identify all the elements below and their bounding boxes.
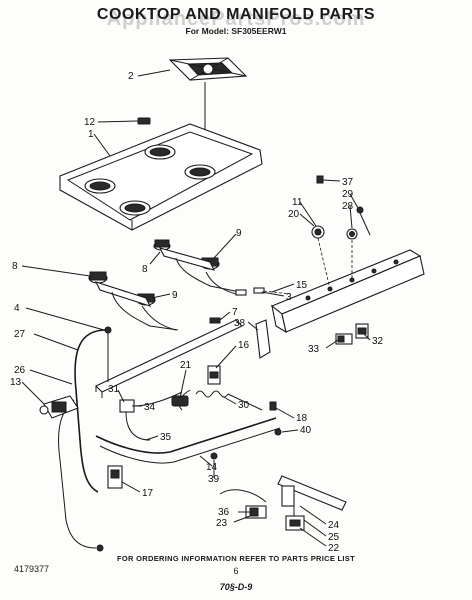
callout-37: 37 [342, 177, 354, 188]
cooktop-clip[interactable] [137, 117, 151, 125]
callout-33: 33 [308, 344, 320, 355]
gas-supply-line[interactable] [58, 329, 107, 552]
callout-32: 32 [372, 336, 384, 347]
oven-valve-assembly[interactable] [219, 475, 347, 531]
callout-40: 40 [300, 425, 312, 436]
callout-8-left: 8 [12, 261, 18, 272]
spark-igniter[interactable] [171, 365, 221, 411]
manifold-brackets[interactable] [335, 323, 369, 345]
callout-3: 3 [286, 292, 292, 303]
callout-18: 18 [296, 413, 308, 424]
callout-22: 22 [328, 543, 340, 554]
burner-support-bracket[interactable] [95, 317, 243, 398]
front-burner-assembly[interactable] [88, 271, 179, 331]
callout-15: 15 [296, 280, 308, 291]
callout-9-upper: 9 [236, 228, 242, 239]
manifold-pipe[interactable] [270, 237, 425, 334]
rear-burner-assembly[interactable] [153, 239, 291, 296]
callout-31: 31 [108, 384, 120, 395]
mounting-screw[interactable] [104, 326, 112, 382]
callout-35: 35 [160, 432, 172, 443]
callout-14: 14 [206, 462, 218, 473]
model-subtitle: For Model: SF305EERW1 [185, 26, 287, 36]
callout-34: 34 [144, 402, 156, 413]
callout-8-mid: 8 [142, 264, 148, 275]
leader-lines [21, 69, 371, 547]
callout-28: 28 [342, 201, 354, 212]
callout-27: 27 [14, 329, 26, 340]
callout-11: 11 [292, 197, 303, 208]
callout-29: 29 [342, 189, 354, 200]
cooktop-panel[interactable] [59, 123, 263, 231]
pressure-regulator[interactable] [39, 395, 79, 419]
callout-24: 24 [328, 520, 340, 531]
callout-23: 23 [216, 518, 228, 529]
callout-25: 25 [328, 532, 340, 543]
callout-9-lower: 9 [172, 290, 178, 301]
tube-bracket[interactable] [107, 465, 123, 489]
bracket-screws[interactable] [269, 401, 282, 436]
callout-39: 39 [208, 474, 220, 485]
page-title: COOKTOP AND MANIFOLD PARTS [96, 6, 376, 23]
tube-screw[interactable] [210, 452, 218, 460]
document-number: 4179377 [14, 564, 50, 574]
oven-burner-tube[interactable] [95, 417, 281, 464]
callout-30: 30 [238, 400, 250, 411]
callout-26: 26 [14, 365, 26, 376]
callout-13: 13 [10, 377, 22, 388]
callout-4: 4 [14, 303, 20, 314]
callout-labels: 2 12 1 37 29 28 11 20 9 8 8 15 3 9 4 7 3… [10, 71, 384, 554]
callout-2: 2 [128, 71, 134, 82]
callout-17: 17 [142, 488, 154, 499]
callout-16: 16 [238, 340, 250, 351]
callout-21: 21 [180, 360, 192, 371]
valve-knob-parts[interactable] [311, 175, 371, 240]
revision-code: 70§-D-9 [219, 582, 253, 592]
callout-36: 36 [218, 507, 230, 518]
callout-20: 20 [288, 209, 300, 220]
ordering-note: FOR ORDERING INFORMATION REFER TO PARTS … [117, 554, 355, 563]
burner-grate[interactable] [168, 57, 248, 150]
watermark: AppliancePartsPros.com [106, 8, 366, 30]
callout-12: 12 [84, 117, 96, 128]
callout-7: 7 [232, 307, 238, 318]
page-number: 6 [233, 566, 239, 576]
callout-1: 1 [88, 129, 94, 140]
callout-38: 38 [234, 318, 246, 329]
side-bracket[interactable] [255, 319, 271, 359]
